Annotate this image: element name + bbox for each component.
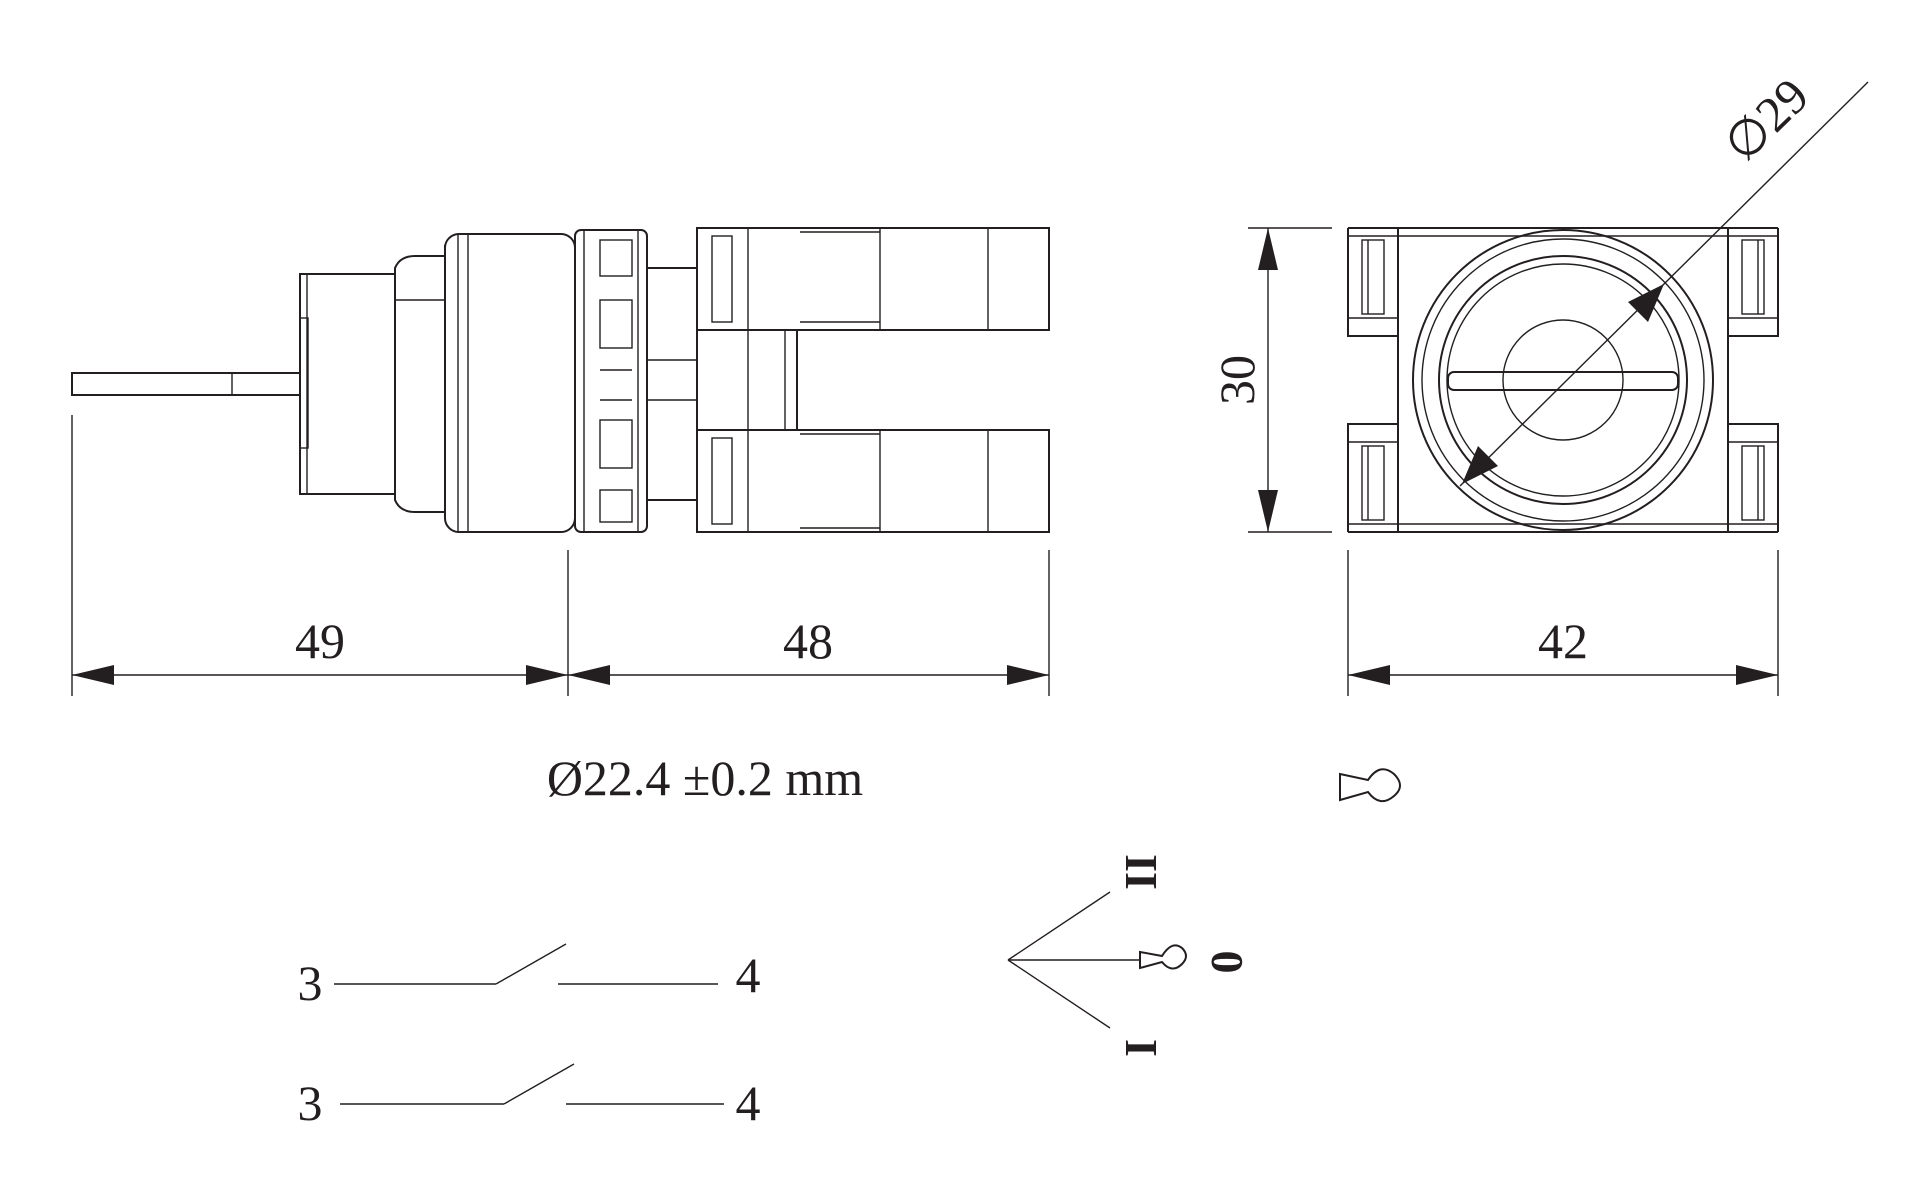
dimension-label: 48 (783, 613, 833, 669)
position-label-right: II (1116, 854, 1167, 890)
terminal-label: 3 (298, 955, 323, 1011)
locking-ring (574, 229, 648, 533)
contact-block-upper (696, 227, 1050, 331)
front-view: ∅29 30 42 (1209, 67, 1869, 696)
diameter-label: ∅29 (1713, 67, 1819, 172)
knob-front (1412, 229, 1714, 531)
tapered-neck (394, 255, 446, 513)
dimension-48: 48 (568, 613, 1049, 685)
contact-block-lower (696, 429, 1050, 533)
contact-schematic: 3 4 3 4 (298, 943, 761, 1131)
position-label-left: I (1116, 1039, 1167, 1057)
dimension-49: 49 (72, 613, 568, 685)
dimension-42: 42 (1348, 613, 1778, 685)
contact-1: 3 4 (298, 943, 761, 1011)
side-view: 49 48 (71, 227, 1050, 696)
adapter-neck (646, 267, 698, 501)
housing (1347, 227, 1779, 533)
dimension-label: 42 (1538, 613, 1588, 669)
dimension-label: 49 (295, 613, 345, 669)
contact-block-link (696, 329, 798, 431)
lever-position-icon (1139, 944, 1187, 970)
contact-2: 3 4 (298, 1063, 761, 1131)
actuator-shaft (71, 372, 301, 396)
mounting-hole-note: Ø22.4 ±0.2 mm (547, 750, 863, 806)
knob-collar (299, 273, 396, 495)
front-bezel (444, 233, 576, 533)
dimension-label: 30 (1209, 355, 1265, 405)
position-diagram: II 0 I (1007, 854, 1253, 1057)
terminal-label: 4 (736, 947, 761, 1003)
terminal-label: 3 (298, 1075, 323, 1131)
dimension-30: 30 (1209, 227, 1332, 533)
terminal-label: 4 (736, 1075, 761, 1131)
position-label-center: 0 (1202, 951, 1253, 974)
lever-symbol-icon (1339, 768, 1401, 803)
knob-lever (1447, 371, 1679, 391)
